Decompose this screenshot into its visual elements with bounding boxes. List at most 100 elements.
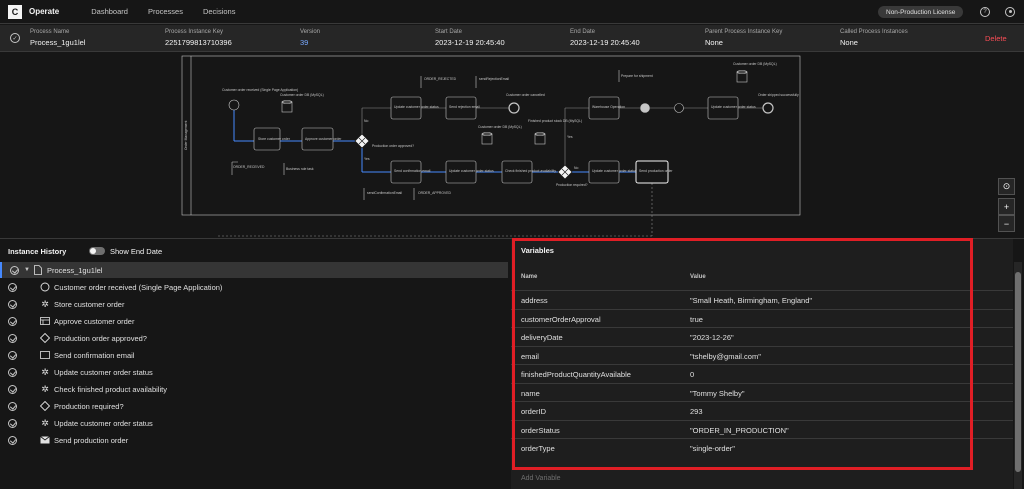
variable-value: "Small Heath, Birmingham, England": [690, 296, 813, 305]
task-send-confirmation-email[interactable]: Send confirmation email: [390, 160, 431, 184]
bpmn-diagram-canvas[interactable]: Order Management: [0, 53, 1024, 237]
db-label: Customer order DB (MySQL): [478, 125, 522, 129]
timer-event-icon[interactable]: [674, 103, 684, 113]
start-event-label: Customer order received (Single Page App…: [222, 88, 298, 92]
variable-row[interactable]: finishedProductQuantityAvailable 0: [511, 364, 1013, 383]
db-label: Finished product stock DB (MySQL): [528, 119, 582, 123]
field-label: Called Process Instances: [840, 29, 908, 35]
show-end-date-toggle[interactable]: [89, 247, 105, 255]
task-warehouse-operation[interactable]: Warehouse Operation: [588, 96, 625, 120]
task-update-order-status-top[interactable]: Update customer order status: [390, 96, 439, 120]
history-item-label: Approve customer order: [54, 316, 135, 326]
user-icon[interactable]: [1005, 7, 1015, 17]
task-send-rejection-email[interactable]: Send rejection email: [445, 96, 480, 120]
zoom-out-button[interactable]: −: [998, 215, 1015, 232]
db-label: Customer order DB (MySQL): [280, 93, 324, 97]
service-task-icon: ✲: [41, 366, 49, 377]
database-icon: [281, 100, 293, 113]
variable-row[interactable]: name "Tommy Shelby": [511, 382, 1013, 402]
history-item-label: Send production order: [54, 435, 129, 445]
annotation-bracket: [231, 161, 238, 175]
annotation-text: ORDER_APPROVED: [418, 191, 452, 195]
variable-value: true: [690, 314, 703, 324]
variable-row[interactable]: email "tshelby@gmail.com": [511, 345, 1013, 365]
nav-processes[interactable]: Processes: [147, 7, 183, 16]
task-update-order-status-right[interactable]: Update customer order status: [707, 96, 756, 120]
completed-icon: [8, 333, 17, 343]
task-update-order-status-mid[interactable]: Update customer order status: [445, 160, 494, 184]
svg-text:Approve customer order: Approve customer order: [305, 137, 342, 141]
add-variable-button[interactable]: Add Variable: [521, 475, 561, 482]
gateway-icon[interactable]: [557, 164, 573, 180]
history-root-row[interactable]: ▼ Process_1gu1lel: [0, 262, 508, 278]
document-icon: [33, 265, 43, 275]
history-item[interactable]: ✲ Update customer order status: [0, 415, 508, 431]
app-name[interactable]: Operate: [29, 7, 60, 16]
help-icon[interactable]: ?: [980, 7, 990, 17]
completed-icon: [8, 367, 17, 377]
end-event-icon[interactable]: [508, 102, 520, 114]
annotation-text: sendConfirmationEmail: [367, 191, 402, 195]
history-item[interactable]: ✲ Check finished product availability: [0, 381, 508, 397]
version-link[interactable]: 39: [300, 38, 309, 47]
history-item[interactable]: Send production order: [0, 432, 508, 448]
history-item[interactable]: Customer order received (Single Page App…: [0, 279, 508, 295]
variable-value: "2023-12-26": [690, 333, 734, 342]
db-label: Customer order DB (MySQL): [733, 62, 777, 66]
history-item[interactable]: ✲ Update customer order status: [0, 364, 508, 380]
variable-value: "ORDER_IN_PRODUCTION": [690, 425, 789, 435]
svg-text:Send confirmation email: Send confirmation email: [394, 169, 431, 173]
history-item-label: Update customer order status: [54, 418, 153, 428]
database-icon: [534, 132, 546, 145]
scrollbar-thumb[interactable]: [1015, 272, 1021, 472]
completed-icon: [8, 316, 17, 326]
start-date-field: Start Date 2023-12-19 20:45:40: [435, 29, 505, 47]
instance-history-panel: Instance History Show End Date ▼ Process…: [0, 239, 508, 489]
history-item[interactable]: ✲ Store customer order: [0, 296, 508, 312]
svg-text:Update customer order status: Update customer order status: [394, 105, 439, 109]
end-event-icon[interactable]: [762, 102, 774, 114]
variable-row[interactable]: deliveryDate "2023-12-26": [511, 327, 1013, 346]
variable-row[interactable]: orderStatus "ORDER_IN_PRODUCTION": [511, 419, 1013, 439]
camunda-logo-icon[interactable]: C: [8, 4, 22, 19]
completed-status-icon: ✓: [10, 33, 20, 43]
annotation-text: ORDER_REJECTED: [424, 77, 457, 81]
chevron-down-icon[interactable]: ▼: [24, 267, 30, 273]
nav-dashboard[interactable]: Dashboard: [91, 7, 128, 16]
zoom-in-button[interactable]: +: [998, 198, 1015, 215]
variable-row[interactable]: orderType "single-order": [511, 438, 1013, 457]
license-badge[interactable]: Non-Production License: [878, 6, 964, 18]
variable-row[interactable]: orderID 293: [511, 401, 1013, 420]
task-approve-customer-order[interactable]: Approve customer order: [301, 127, 342, 151]
process-instance-key-field: Process Instance Key 2251799813710396: [165, 29, 232, 47]
delete-button[interactable]: Delete: [985, 34, 1007, 43]
task-update-order-status-bottom[interactable]: Update customer order status: [588, 160, 637, 184]
nav-decisions[interactable]: Decisions: [202, 7, 236, 16]
variable-name: deliveryDate: [521, 333, 563, 342]
field-value: 2023-12-19 20:45:40: [435, 38, 505, 47]
service-task-icon: ✲: [41, 298, 49, 309]
task-send-production-order[interactable]: Send production order: [635, 160, 673, 184]
history-item[interactable]: Production order approved?: [0, 330, 508, 346]
history-item-label: Check finished product availability: [54, 384, 167, 394]
variable-name: orderStatus: [521, 425, 560, 435]
start-event-icon[interactable]: [228, 99, 240, 111]
pool-order-management: [181, 55, 801, 216]
variable-row[interactable]: address "Small Heath, Birmingham, Englan…: [511, 290, 1013, 309]
history-item-label: Production required?: [54, 401, 124, 411]
variable-name: orderID: [521, 407, 547, 416]
task-check-finished-product[interactable]: Check finished product availability: [501, 160, 556, 184]
variables-scrollbar[interactable]: [1014, 262, 1022, 489]
variable-row[interactable]: customerOrderApproval true: [511, 308, 1013, 328]
task-store-customer-order[interactable]: Store customer order: [253, 127, 291, 151]
reset-zoom-button[interactable]: ⊙: [998, 178, 1015, 195]
variables-panel: Variables Name Value address "Small Heat…: [511, 239, 1013, 489]
history-item[interactable]: Approve customer order: [0, 313, 508, 329]
field-label: Process Instance Key: [165, 29, 224, 35]
history-item[interactable]: Production required?: [0, 398, 508, 414]
variable-name: name: [521, 388, 540, 398]
message-event-icon[interactable]: [640, 103, 650, 113]
flow-label: Yes: [567, 135, 573, 139]
gateway-icon[interactable]: [354, 133, 370, 149]
history-item[interactable]: Send confirmation email: [0, 347, 508, 363]
